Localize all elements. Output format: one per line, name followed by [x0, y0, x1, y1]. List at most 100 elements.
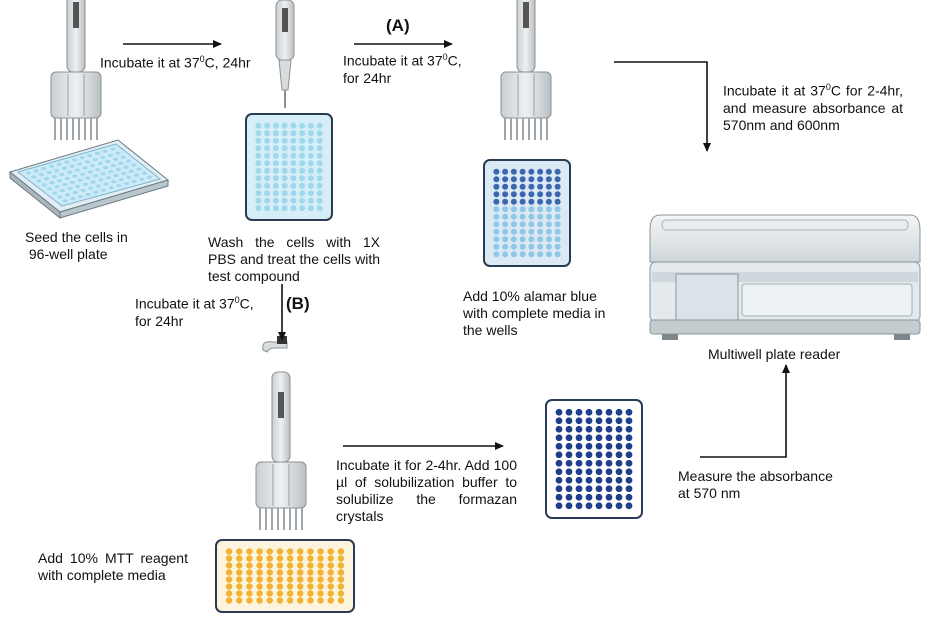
well [327, 583, 334, 590]
well [290, 130, 297, 137]
well [246, 562, 253, 569]
well [625, 434, 633, 442]
well [575, 442, 583, 450]
well [519, 236, 526, 243]
well [585, 451, 593, 459]
incubate-and-read-step: Incubate it at 370C for 2-4hr, and measu… [723, 82, 903, 133]
well [286, 548, 294, 555]
well [264, 152, 271, 159]
well [316, 205, 323, 212]
well [307, 175, 314, 182]
well [565, 493, 573, 501]
well [255, 145, 262, 152]
well [272, 137, 279, 144]
well [575, 502, 583, 510]
well [225, 576, 233, 583]
wash-step: Wash the cells with 1X PBS and treat the… [208, 234, 380, 284]
well [266, 562, 273, 569]
well [554, 228, 561, 235]
well [502, 183, 509, 190]
well [510, 236, 517, 243]
well [537, 236, 544, 243]
well [307, 583, 314, 590]
well [545, 198, 552, 205]
well [297, 597, 304, 604]
well [625, 476, 633, 484]
well [290, 175, 297, 182]
well [555, 451, 563, 459]
well [316, 152, 323, 159]
well [290, 182, 297, 189]
well [264, 182, 271, 189]
well [625, 417, 633, 425]
well [565, 502, 573, 510]
well [272, 122, 279, 129]
solubilize-step: Incubate it for 2-4hr. Add 100 µl of sol… [336, 457, 517, 524]
well [307, 576, 314, 583]
well [519, 243, 526, 250]
well [625, 468, 633, 476]
well [537, 221, 544, 228]
well [327, 555, 334, 562]
well [545, 236, 552, 243]
well [281, 160, 288, 167]
well [615, 425, 623, 433]
well [317, 583, 324, 590]
well [266, 548, 273, 555]
well [255, 122, 262, 129]
well [225, 569, 233, 576]
path-a-label: (A) [386, 16, 410, 35]
well [225, 583, 233, 590]
well [502, 213, 509, 220]
well [281, 182, 288, 189]
well [575, 459, 583, 467]
well [264, 190, 271, 197]
well [493, 206, 500, 213]
well [554, 176, 561, 183]
well [327, 576, 334, 583]
mtt-step: Add 10% MTT reagent with complete media [38, 550, 188, 583]
plate-reader-icon [649, 214, 921, 340]
multichannel-pipette-icon [255, 336, 307, 531]
well [272, 190, 279, 197]
well [555, 502, 563, 510]
well [276, 576, 284, 583]
well [545, 213, 552, 220]
well [605, 451, 613, 459]
well [502, 236, 509, 243]
well [299, 197, 306, 204]
well [537, 176, 544, 183]
well [493, 176, 500, 183]
well [276, 597, 284, 604]
well [327, 590, 334, 597]
96-well-plate-mtt-icon [215, 539, 355, 613]
well [266, 555, 273, 562]
well [276, 583, 284, 590]
well [615, 459, 623, 467]
well [528, 168, 535, 175]
well [605, 476, 613, 484]
well [502, 191, 509, 198]
well [545, 221, 552, 228]
well [281, 130, 288, 137]
96-well-plate-solubilized-icon [545, 399, 643, 519]
well [290, 190, 297, 197]
well [246, 555, 253, 562]
well [337, 562, 345, 569]
well [307, 597, 314, 604]
well [266, 583, 273, 590]
well [565, 417, 573, 425]
well [286, 576, 294, 583]
well [246, 583, 253, 590]
well [615, 485, 623, 493]
well [264, 145, 271, 152]
well [281, 197, 288, 204]
well [595, 485, 603, 493]
well [297, 569, 304, 576]
well [493, 251, 500, 258]
well [585, 417, 593, 425]
well [545, 191, 552, 198]
well [290, 197, 297, 204]
well [225, 562, 233, 569]
